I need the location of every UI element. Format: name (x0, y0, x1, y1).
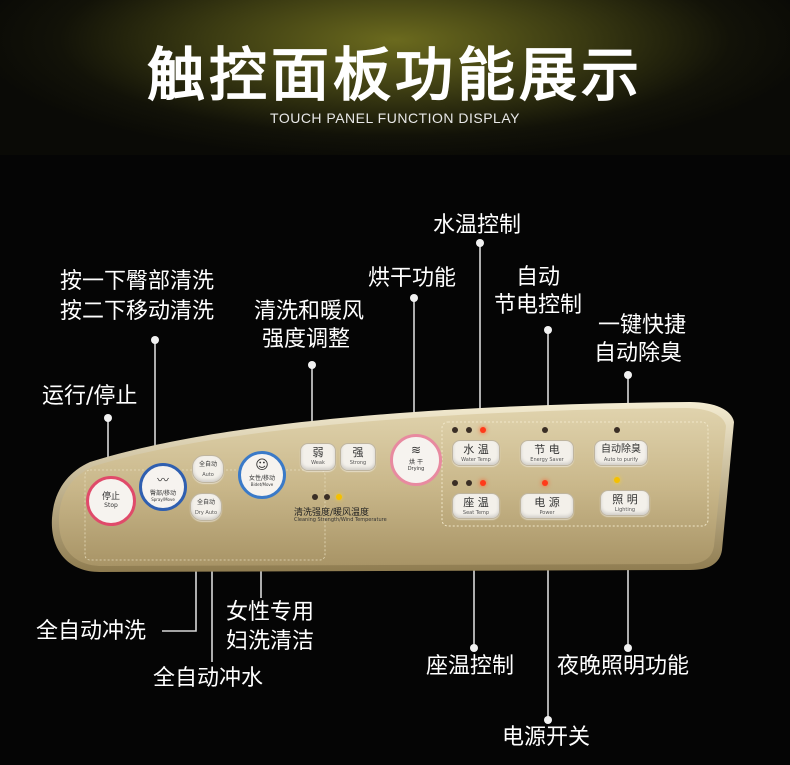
lighting-button[interactable]: 照 明 Lighting (600, 490, 650, 516)
label-water-temp: 水温控制 (433, 213, 522, 238)
label-deodor-2: 自动除臭 (594, 341, 683, 366)
deodor-label: 自动除臭 (601, 444, 641, 455)
label-auto-flush: 全自动冲水 (153, 666, 264, 691)
weak-label: 弱 (312, 446, 324, 459)
page-title: 触控面板功能展示 (146, 41, 643, 109)
label-energy-1: 自动 (516, 265, 561, 290)
auto-wash-button[interactable]: 全自动 Auto (192, 455, 224, 483)
label-spray-1: 按一下臀部清洗 (60, 269, 215, 294)
stop-button[interactable]: 停止 Stop (86, 476, 136, 526)
power-label-en: Power (539, 510, 555, 516)
female-icon: ☺ (255, 458, 269, 473)
spray-label-en: Spray/Move (151, 497, 175, 502)
weak-button[interactable]: 弱 Weak (300, 443, 336, 471)
strength-led-1 (312, 494, 318, 500)
strong-label: 强 (352, 446, 364, 459)
drying-label-en: Drying (407, 466, 425, 472)
strong-label-en: Strong (349, 460, 367, 466)
page-subtitle: TOUCH PANEL FUNCTION DISPLAY (270, 110, 520, 126)
deodor-button[interactable]: 自动除臭 Auto to purify (594, 440, 648, 466)
auto-wash-label-en: Auto (202, 472, 214, 478)
label-female-1: 女性专用 (226, 600, 315, 625)
drying-icon: ≋ (410, 443, 422, 457)
label-seat-temp: 座温控制 (426, 654, 515, 679)
water-temp-button[interactable]: 水 温 Water Temp (452, 440, 500, 466)
seat-temp-led-1 (452, 480, 458, 486)
label-power: 电源开关 (502, 725, 591, 750)
power-label: 电 源 (534, 496, 560, 509)
deodor-label-en: Auto to purify (603, 457, 639, 463)
label-strength-2: 强度调整 (262, 327, 351, 352)
water-temp-led-1 (452, 427, 458, 433)
bidet-button[interactable]: ☺ 女性/移动 Bidet/Move (238, 451, 286, 499)
stop-label-en: Stop (104, 502, 118, 509)
lighting-label: 照 明 (612, 493, 638, 506)
label-drying: 烘干功能 (368, 266, 457, 291)
energy-label-en: Energy Saver (530, 457, 564, 463)
energy-saver-button[interactable]: 节 电 Energy Saver (520, 440, 574, 466)
strength-caption-en: Cleaning Strength/Wind Temperature (294, 517, 387, 523)
label-night-light: 夜晚照明功能 (557, 654, 690, 679)
seat-temp-button[interactable]: 座 温 Seat Temp (452, 493, 500, 519)
water-temp-label: 水 温 (463, 443, 489, 456)
stop-label: 停止 (101, 492, 120, 502)
label-spray-2: 按二下移动清洗 (60, 299, 215, 324)
spray-button[interactable]: 〰 臀部/移动 Spray/Move (139, 463, 187, 511)
auto-flush-label: 全自动 (196, 499, 215, 506)
auto-flush-button[interactable]: 全自动 Dry Auto (190, 493, 222, 521)
spray-label: 臀部/移动 (149, 490, 177, 497)
water-temp-led-2 (466, 427, 472, 433)
label-deodor-1: 一键快捷 (598, 313, 687, 338)
bidet-label: 女性/移动 (248, 475, 276, 482)
seat-temp-label-en: Seat Temp (462, 510, 490, 516)
power-button[interactable]: 电 源 Power (520, 493, 574, 519)
drying-label: 烘 干 (409, 459, 423, 466)
auto-wash-label: 全自动 (198, 461, 217, 468)
strength-led-2 (324, 494, 330, 500)
bidet-label-en: Bidet/Move (250, 482, 274, 487)
drying-button[interactable]: ≋ 烘 干 Drying (390, 434, 442, 486)
label-run-stop: 运行/停止 (42, 384, 138, 409)
water-temp-label-en: Water Temp (461, 457, 491, 463)
strength-caption: 清洗强度/暖风温度 (294, 508, 370, 518)
label-strength-1: 清洗和暖风 (254, 299, 365, 324)
light-led (614, 477, 620, 483)
label-female-2: 妇洗清洁 (226, 629, 315, 654)
strong-button[interactable]: 强 Strong (340, 443, 376, 471)
strength-led-3 (336, 494, 342, 500)
label-energy-2: 节电控制 (494, 293, 583, 318)
header-banner: 触控面板功能展示 TOUCH PANEL FUNCTION DISPLAY (0, 0, 790, 155)
lighting-label-en: Lighting (614, 507, 636, 513)
spray-icon: 〰 (156, 473, 169, 487)
seat-temp-led-3 (480, 480, 486, 486)
deodor-led (614, 427, 620, 433)
energy-led (542, 427, 548, 433)
energy-label: 节 电 (534, 443, 560, 456)
seat-temp-label: 座 温 (463, 496, 489, 509)
seat-temp-led-2 (466, 480, 472, 486)
power-led (542, 480, 548, 486)
water-temp-led-3 (480, 427, 486, 433)
auto-flush-label-en: Dry Auto (194, 510, 218, 516)
label-auto-wash: 全自动冲洗 (36, 619, 147, 644)
weak-label-en: Weak (311, 460, 325, 466)
